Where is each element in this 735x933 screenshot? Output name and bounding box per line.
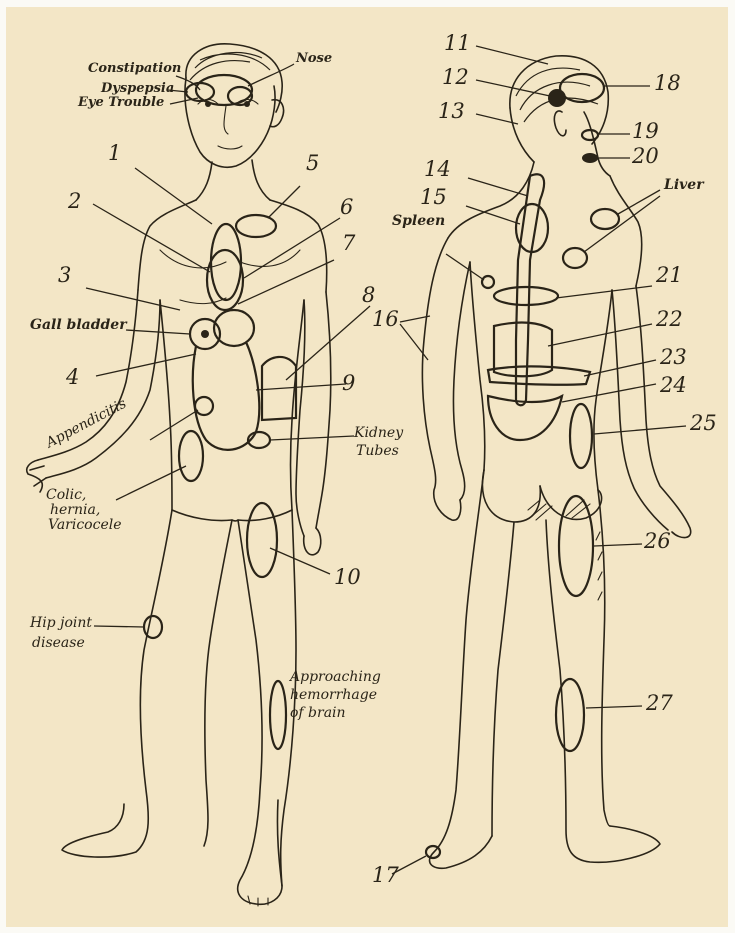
number-1: 1 [108,142,121,164]
number-4: 4 [66,366,79,388]
number-27: 27 [646,692,673,714]
number-14: 14 [424,158,451,180]
number-5: 5 [306,152,319,174]
label-gall-bladder: Gall bladder [30,318,127,333]
label-hemorrhage-2: hemorrhage [290,688,377,703]
number-23: 23 [660,346,687,368]
number-21: 21 [656,264,683,286]
label-hip-2: disease [32,636,85,651]
number-24: 24 [660,374,687,396]
number-18: 18 [654,72,681,94]
number-26: 26 [644,530,671,552]
number-13: 13 [438,100,465,122]
number-16: 16 [372,308,399,330]
number-25: 25 [690,412,717,434]
label-hemorrhage-3: of brain [290,706,346,721]
label-colic-2: hernia, [50,503,100,518]
number-8: 8 [362,284,375,306]
label-constipation: Constipation [88,62,181,76]
label-dyspepsia: Dyspepsia [101,82,174,96]
number-15: 15 [420,186,447,208]
label-nose: Nose [296,52,332,66]
number-12: 12 [442,66,469,88]
label-eye-trouble: Eye Trouble [78,96,164,110]
number-19: 19 [632,120,659,142]
number-7: 7 [342,232,355,254]
number-2: 2 [68,190,81,212]
label-kidney-2: Tubes [356,444,399,459]
number-10: 10 [334,566,361,588]
label-colic-1: Colic, [46,488,86,503]
label-hemorrhage-1: Approaching [290,670,381,685]
number-11: 11 [444,32,471,54]
label-spleen: Spleen [392,214,445,229]
label-colic-3: Varicocele [48,518,122,533]
number-22: 22 [656,308,683,330]
number-17: 17 [372,864,399,886]
number-9: 9 [342,372,355,394]
label-kidney-1: Kidney [354,426,403,441]
label-hip-1: Hip joint [30,616,92,631]
number-3: 3 [58,264,71,286]
number-20: 20 [632,145,659,167]
number-6: 6 [340,196,353,218]
label-liver: Liver [664,178,704,193]
